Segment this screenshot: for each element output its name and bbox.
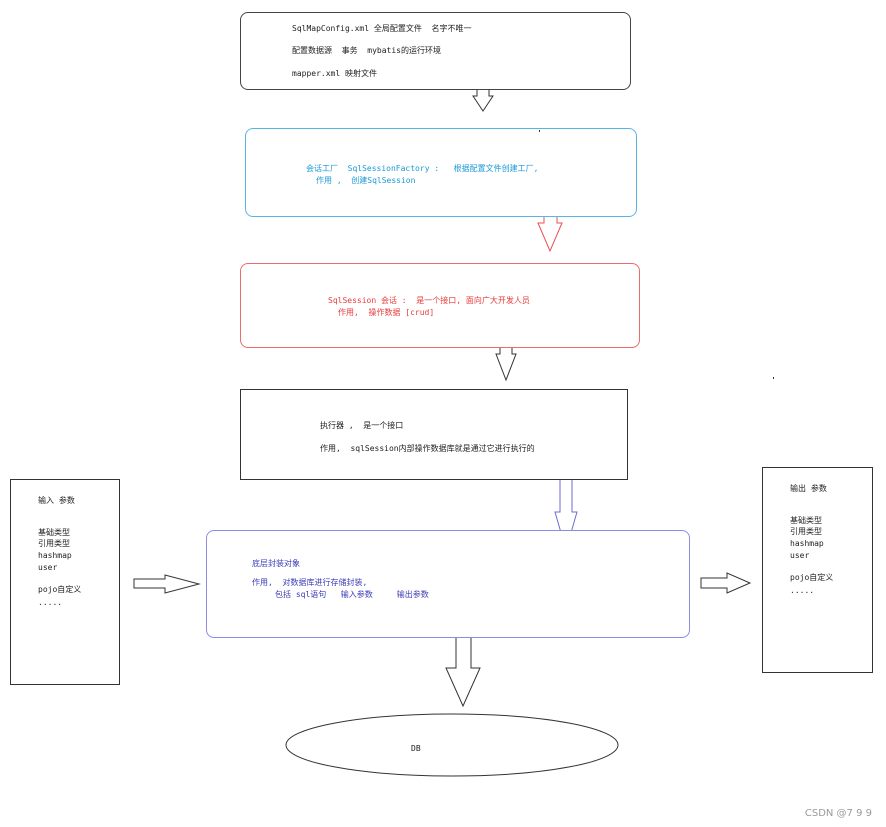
db-ellipse bbox=[285, 713, 619, 777]
input-item: pojo自定义 bbox=[38, 585, 82, 594]
output-params-box: 输出 参数 基础类型 引用类型 hashmap user pojo自定义 ...… bbox=[762, 467, 873, 673]
arrow-mapped-to-db bbox=[445, 627, 481, 708]
mapped-line-1: 底层封装对象 bbox=[252, 559, 300, 568]
executor-line-2: 作用, sqlSession内部操作数据库就是通过它进行执行的 bbox=[320, 444, 535, 453]
arrow-mapped-to-output bbox=[700, 572, 752, 594]
input-title: 输入 参数 bbox=[38, 496, 75, 505]
output-item: ..... bbox=[790, 586, 815, 595]
config-line-3: mapper.xml 映射文件 bbox=[292, 69, 377, 78]
output-item: hashmap bbox=[790, 539, 824, 548]
output-item: user bbox=[790, 551, 810, 560]
arrow-input-to-mapped bbox=[133, 574, 201, 594]
input-item: 基础类型 bbox=[38, 528, 70, 537]
output-item: 基础类型 bbox=[790, 516, 822, 525]
stray-dot-1 bbox=[539, 130, 540, 132]
executor-line-1: 执行器 , 是一个接口 bbox=[320, 421, 404, 430]
stray-dot-2 bbox=[773, 377, 774, 379]
input-params-box: 输入 参数 基础类型 引用类型 hashmap user pojo自定义 ...… bbox=[10, 479, 120, 685]
session-line-1: SqlSession 会话 : 是一个接口, 面向广大开发人员 bbox=[328, 296, 530, 305]
config-line-1: SqlMapConfig.xml 全局配置文件 名字不唯一 bbox=[292, 24, 472, 33]
session-factory-box: 会话工厂 SqlSessionFactory : 根据配置文件创建工厂, 作用 … bbox=[245, 128, 637, 217]
input-item: user bbox=[38, 563, 58, 572]
mapped-line-2: 作用, 对数据库进行存储封装, bbox=[252, 578, 368, 587]
input-item: 引用类型 bbox=[38, 539, 70, 548]
output-item: pojo自定义 bbox=[790, 573, 834, 582]
output-title: 输出 参数 bbox=[790, 484, 827, 493]
executor-box: 执行器 , 是一个接口 作用, sqlSession内部操作数据库就是通过它进行… bbox=[240, 389, 628, 480]
sql-session-box: SqlSession 会话 : 是一个接口, 面向广大开发人员 作用, 操作数据… bbox=[240, 263, 640, 348]
output-item: 引用类型 bbox=[790, 527, 822, 536]
input-item: hashmap bbox=[38, 551, 72, 560]
session-line-2: 作用, 操作数据 [crud] bbox=[338, 308, 435, 317]
mapped-line-3: 包括 sql语句 输入参数 输出参数 bbox=[275, 590, 429, 599]
input-item: ..... bbox=[38, 598, 63, 607]
csdn-watermark: CSDN @7 9 9 bbox=[804, 808, 872, 819]
db-label: DB bbox=[411, 744, 421, 753]
mapped-statement-box: 底层封装对象 作用, 对数据库进行存储封装, 包括 sql语句 输入参数 输出参… bbox=[206, 530, 690, 638]
config-line-2: 配置数据源 事务 mybatis的运行环境 bbox=[292, 46, 441, 55]
factory-line-1: 会话工厂 SqlSessionFactory : 根据配置文件创建工厂, bbox=[306, 164, 539, 173]
config-file-box: SqlMapConfig.xml 全局配置文件 名字不唯一 配置数据源 事务 m… bbox=[240, 12, 631, 90]
factory-line-2: 作用 , 创建SqlSession bbox=[316, 176, 416, 185]
